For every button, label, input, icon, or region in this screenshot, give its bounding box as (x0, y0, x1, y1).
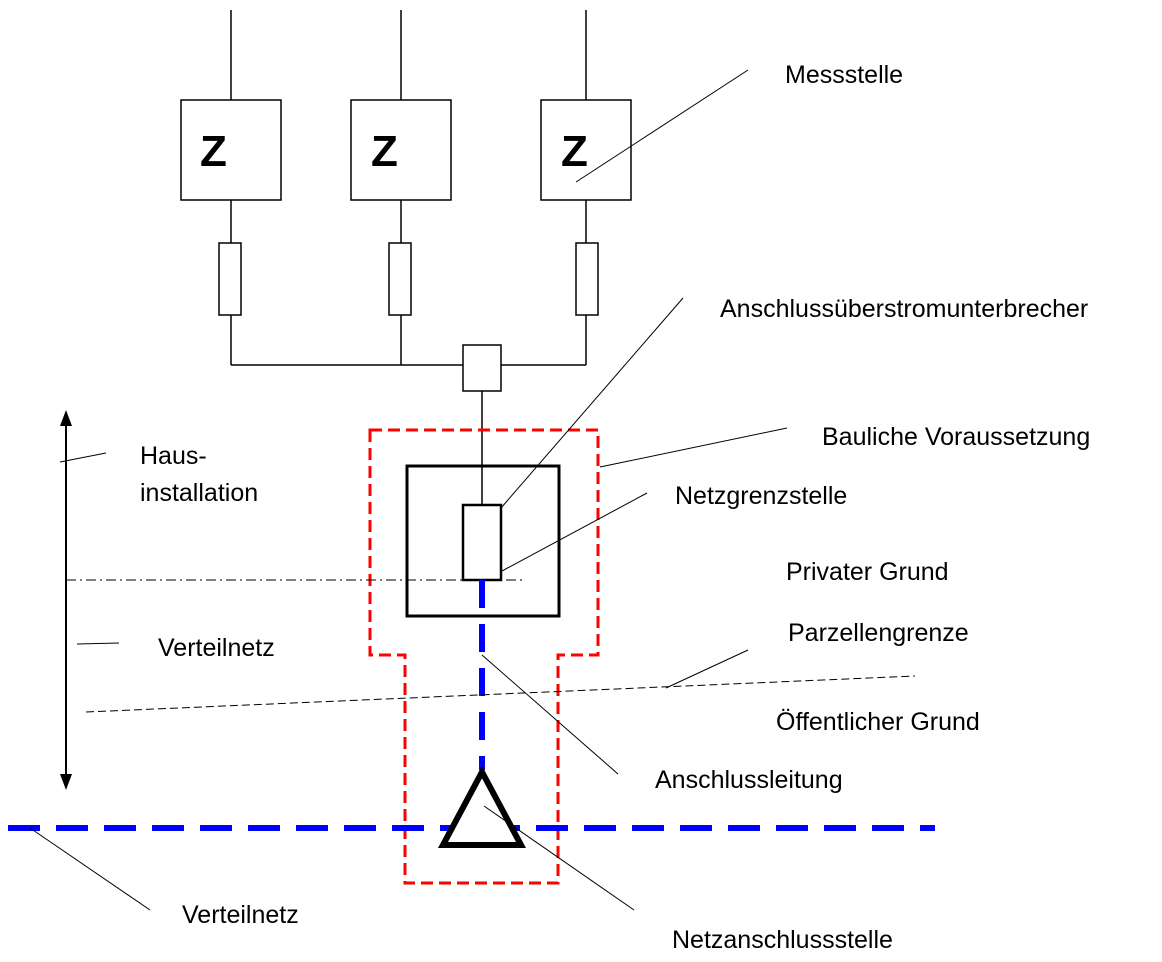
label-netzgrenzstelle: Netzgrenzstelle (675, 482, 847, 510)
leader-netzgrenzstelle (501, 492, 648, 572)
leader-hausinstallation (59, 452, 107, 463)
fuse-1 (218, 242, 242, 316)
leader-netzanschlussstelle (483, 805, 635, 911)
label-netzanschlussstelle: Netzanschlussstelle (672, 926, 893, 954)
leader-bauliche-voraussetzung (599, 427, 788, 468)
network-connection-point-triangle (437, 765, 527, 848)
meter-2-symbol: Z (371, 127, 398, 176)
parcel-border-line (85, 675, 916, 713)
label-messstelle: Messstelle (785, 61, 903, 89)
label-oeffentlicher-grund: Öffentlicher Grund (776, 708, 980, 736)
fuse-2 (388, 242, 412, 316)
label-parzellengrenze: Parzellengrenze (788, 619, 969, 647)
leader-verteilnetz-bottom (29, 827, 151, 911)
leader-parzellengrenze (665, 649, 749, 689)
arrow-up-icon (60, 410, 72, 426)
structural-boundary (368, 428, 600, 885)
label-verteilnetz-bottom: Verteilnetz (182, 901, 299, 929)
label-anschlussleitung: Anschlussleitung (655, 766, 843, 794)
label-bauliche-voraussetzung: Bauliche Voraussetzung (822, 423, 1090, 451)
meter-1: Z (180, 99, 282, 201)
meter-3-symbol: Z (561, 127, 588, 176)
leader-messstelle (575, 69, 749, 183)
label-verteilnetz-left: Verteilnetz (158, 634, 275, 662)
fuse-3 (575, 242, 599, 316)
connection-breaker (461, 503, 503, 582)
arrow-down-icon (60, 774, 72, 790)
leader-anschlussleitung (481, 654, 619, 775)
leader-verteilnetz-left (76, 642, 120, 645)
meter-3: Z (540, 99, 632, 201)
junction-box (462, 344, 502, 392)
label-anschlussueberstromunterbrecher: Anschlussüberstromunterbrecher (720, 295, 1088, 323)
label-hausinstallation-line1: Haus- (140, 442, 207, 470)
house-connection-box (405, 464, 561, 618)
meter-2: Z (350, 99, 452, 201)
label-hausinstallation-line2: installation (140, 479, 258, 507)
meter-1-symbol: Z (200, 127, 227, 176)
leader-anschlussueberstromunterbrecher (500, 297, 684, 509)
label-privater-grund: Privater Grund (786, 558, 949, 586)
